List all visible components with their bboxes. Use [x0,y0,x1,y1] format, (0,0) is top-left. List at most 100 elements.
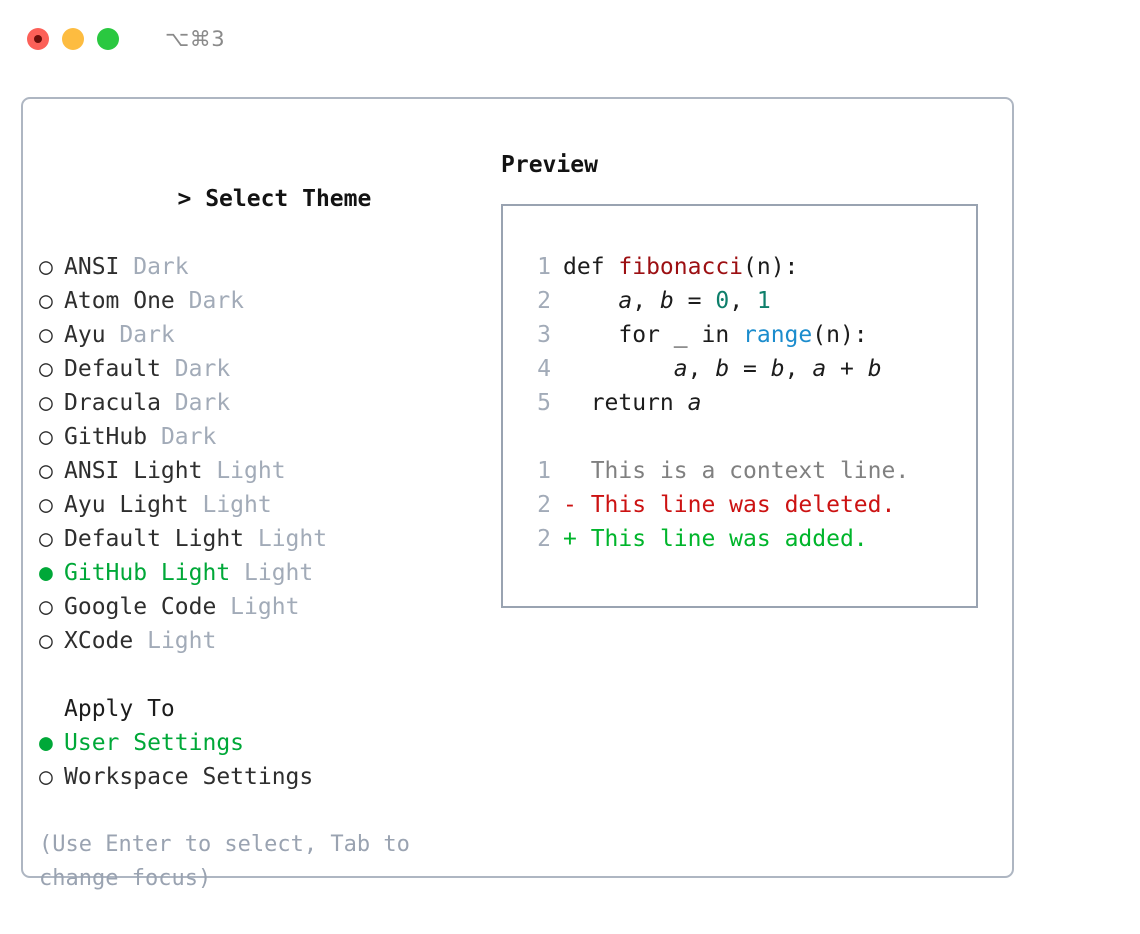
radio-unselected-icon: ○ [39,254,67,280]
theme-option-github[interactable]: ○ GitHub Dark [39,420,488,454]
code-token-plain: for _ in [563,322,744,348]
code-token-plain [563,356,674,382]
code-token-var: a [618,288,633,314]
code-token-num: 1 [756,288,771,314]
select-theme-header: > Select Theme [39,148,488,250]
theme-option-tag: Dark [147,424,217,450]
diff-sign-ctx [563,458,591,484]
apply-to-option-label: User Settings [64,730,245,756]
radio-unselected-icon: ○ [39,356,67,382]
code-token-var: b [867,356,882,382]
diff-text: This is a context line. [590,458,910,484]
diff-sample: 1 This is a context line.2- This line wa… [503,454,976,556]
preview-title: Preview [501,152,598,178]
diff-text: This line was deleted. [590,492,896,518]
code-token-var: a [687,390,702,416]
code-token-num: 0 [715,288,730,314]
theme-option-google-code[interactable]: ○ Google Code Light [39,590,488,624]
apply-to-option-workspace-settings[interactable]: ○ Workspace Settings [39,760,488,794]
radio-unselected-icon: ○ [39,390,67,416]
radio-unselected-icon: ○ [39,492,67,518]
theme-option-label: ANSI Light [64,458,203,484]
radio-selected-icon: ● [39,560,67,586]
keyboard-shortcut-label: ⌥⌘3 [165,27,226,51]
theme-selector-column: > Select Theme ○ ANSI Dark○ Atom One Dar… [23,99,488,891]
theme-option-dracula[interactable]: ○ Dracula Dark [39,386,488,420]
theme-option-ansi-light[interactable]: ○ ANSI Light Light [39,454,488,488]
code-line: 3 for _ in range(n): [503,318,976,352]
theme-option-xcode[interactable]: ○ XCode Light [39,624,488,658]
code-token-plain: , [729,288,757,314]
theme-option-github-light[interactable]: ● GitHub Light Light [39,556,488,590]
diff-line-del: 2- This line was deleted. [503,488,976,522]
radio-unselected-icon: ○ [39,594,67,620]
main-panel: > Select Theme ○ ANSI Dark○ Atom One Dar… [21,97,1014,891]
code-token-plain: (n): [743,254,799,280]
code-token-plain: return [563,390,688,416]
code-token-plain: , [632,288,660,314]
diff-sign-add: + [563,526,591,552]
theme-option-tag: Dark [174,288,245,314]
code-token-builtin: range [743,322,813,348]
apply-to-option-list: ● User Settings○ Workspace Settings [39,726,488,794]
theme-option-tag: Light [216,594,300,620]
radio-unselected-icon: ○ [39,288,67,314]
apply-to-option-user-settings[interactable]: ● User Settings [39,726,488,760]
traffic-lights [27,28,119,50]
line-number: 2 [537,492,551,518]
code-token-var: a [812,356,827,382]
code-token-var: a [673,356,688,382]
line-number: 1 [537,254,551,280]
diff-text: This line was added. [590,526,868,552]
diff-line-add: 2 + This line was added. [503,522,976,556]
theme-option-label: GitHub [64,424,148,450]
theme-option-ayu-light[interactable]: ○ Ayu Light Light [39,488,488,522]
radio-selected-icon: ● [39,730,67,756]
caret-marker-icon: > [177,186,206,212]
code-token-plain: + [826,356,868,382]
theme-option-label: Default [64,356,161,382]
code-token-var: b [770,356,785,382]
code-token-fn: fibonacci [618,254,744,280]
code-diff-spacer [503,420,976,454]
theme-option-ayu[interactable]: ○ Ayu Dark [39,318,488,352]
radio-unselected-icon: ○ [39,764,67,790]
radio-unselected-icon: ○ [39,526,67,552]
line-number: 4 [537,356,551,382]
theme-option-tag: Dark [119,254,189,280]
close-button-icon[interactable] [27,28,49,50]
theme-option-default-light[interactable]: ○ Default Light Light [39,522,488,556]
title-bar: ⌥⌘3 [0,0,1140,78]
theme-option-ansi[interactable]: ○ ANSI Dark [39,250,488,284]
theme-option-label: Default Light [64,526,245,552]
theme-option-label: Ayu Light [64,492,189,518]
code-token-plain: (n): [812,322,868,348]
code-line: 2 a, b = 0, 1 [503,284,976,318]
line-number: 2 [537,526,551,552]
diff-sign-del: - [563,492,591,518]
theme-option-tag: Light [244,526,328,552]
minimize-button-icon[interactable] [62,28,84,50]
apply-to-header: Apply To [64,696,175,722]
theme-option-label: Dracula [64,390,161,416]
code-token-plain: , [687,356,716,382]
theme-option-default[interactable]: ○ Default Dark [39,352,488,386]
theme-option-tag: Light [188,492,272,518]
select-theme-header-label: Select Theme [205,186,372,212]
keyboard-hint-text: (Use Enter to select, Tab to change focu… [39,832,410,891]
theme-option-tag: Dark [105,322,175,348]
theme-option-tag: Dark [160,356,231,382]
code-token-plain: = [673,288,716,314]
apply-to-option-label: Workspace Settings [64,764,314,790]
theme-option-atom-one[interactable]: ○ Atom One Dark [39,284,488,318]
code-token-plain: = [729,356,771,382]
theme-option-tag: Light [230,560,314,586]
zoom-button-icon[interactable] [97,28,119,50]
theme-option-tag: Light [202,458,286,484]
theme-option-label: GitHub Light [64,560,231,586]
theme-option-label: Ayu [64,322,106,348]
